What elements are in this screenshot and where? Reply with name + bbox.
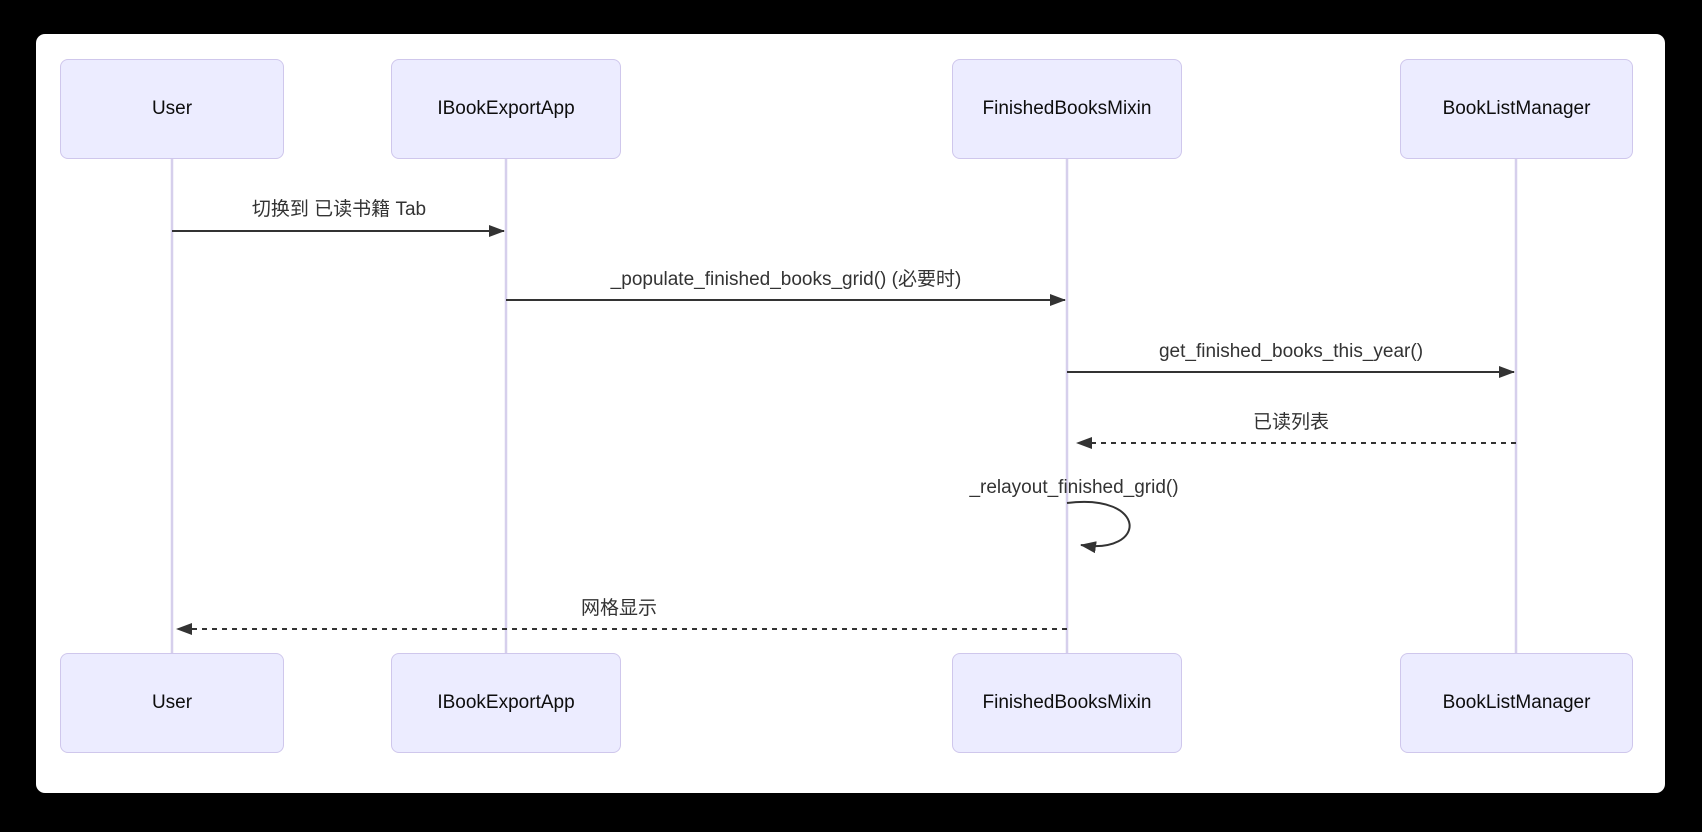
sequence-diagram-canvas: User IBookExportApp FinishedBooksMixin B… [36, 34, 1665, 793]
actor-box-booklistmanager-bottom: BookListManager [1400, 653, 1633, 753]
actor-box-booklistmanager-top: BookListManager [1400, 59, 1633, 159]
actor-box-user-top: User [60, 59, 284, 159]
actor-box-ibookexportapp-top: IBookExportApp [391, 59, 621, 159]
message-label-2: _populate_finished_books_grid() (必要时) [610, 269, 962, 290]
actor-box-user-bottom: User [60, 653, 284, 753]
message-label-3: get_finished_books_this_year() [1158, 341, 1424, 362]
message-self-loop [1066, 500, 1131, 554]
diagram-lines-layer [170, 159, 1518, 653]
message-label-1: 切换到 已读书籍 Tab [251, 199, 427, 220]
message-label-5: _relayout_finished_grid() [969, 477, 1179, 498]
message-label-4: 已读列表 [1252, 412, 1330, 433]
actor-box-ibookexportapp-bottom: IBookExportApp [391, 653, 621, 753]
message-label-6: 网格显示 [580, 598, 658, 619]
actor-box-finishedbooksmixin-bottom: FinishedBooksMixin [952, 653, 1182, 753]
actor-box-finishedbooksmixin-top: FinishedBooksMixin [952, 59, 1182, 159]
